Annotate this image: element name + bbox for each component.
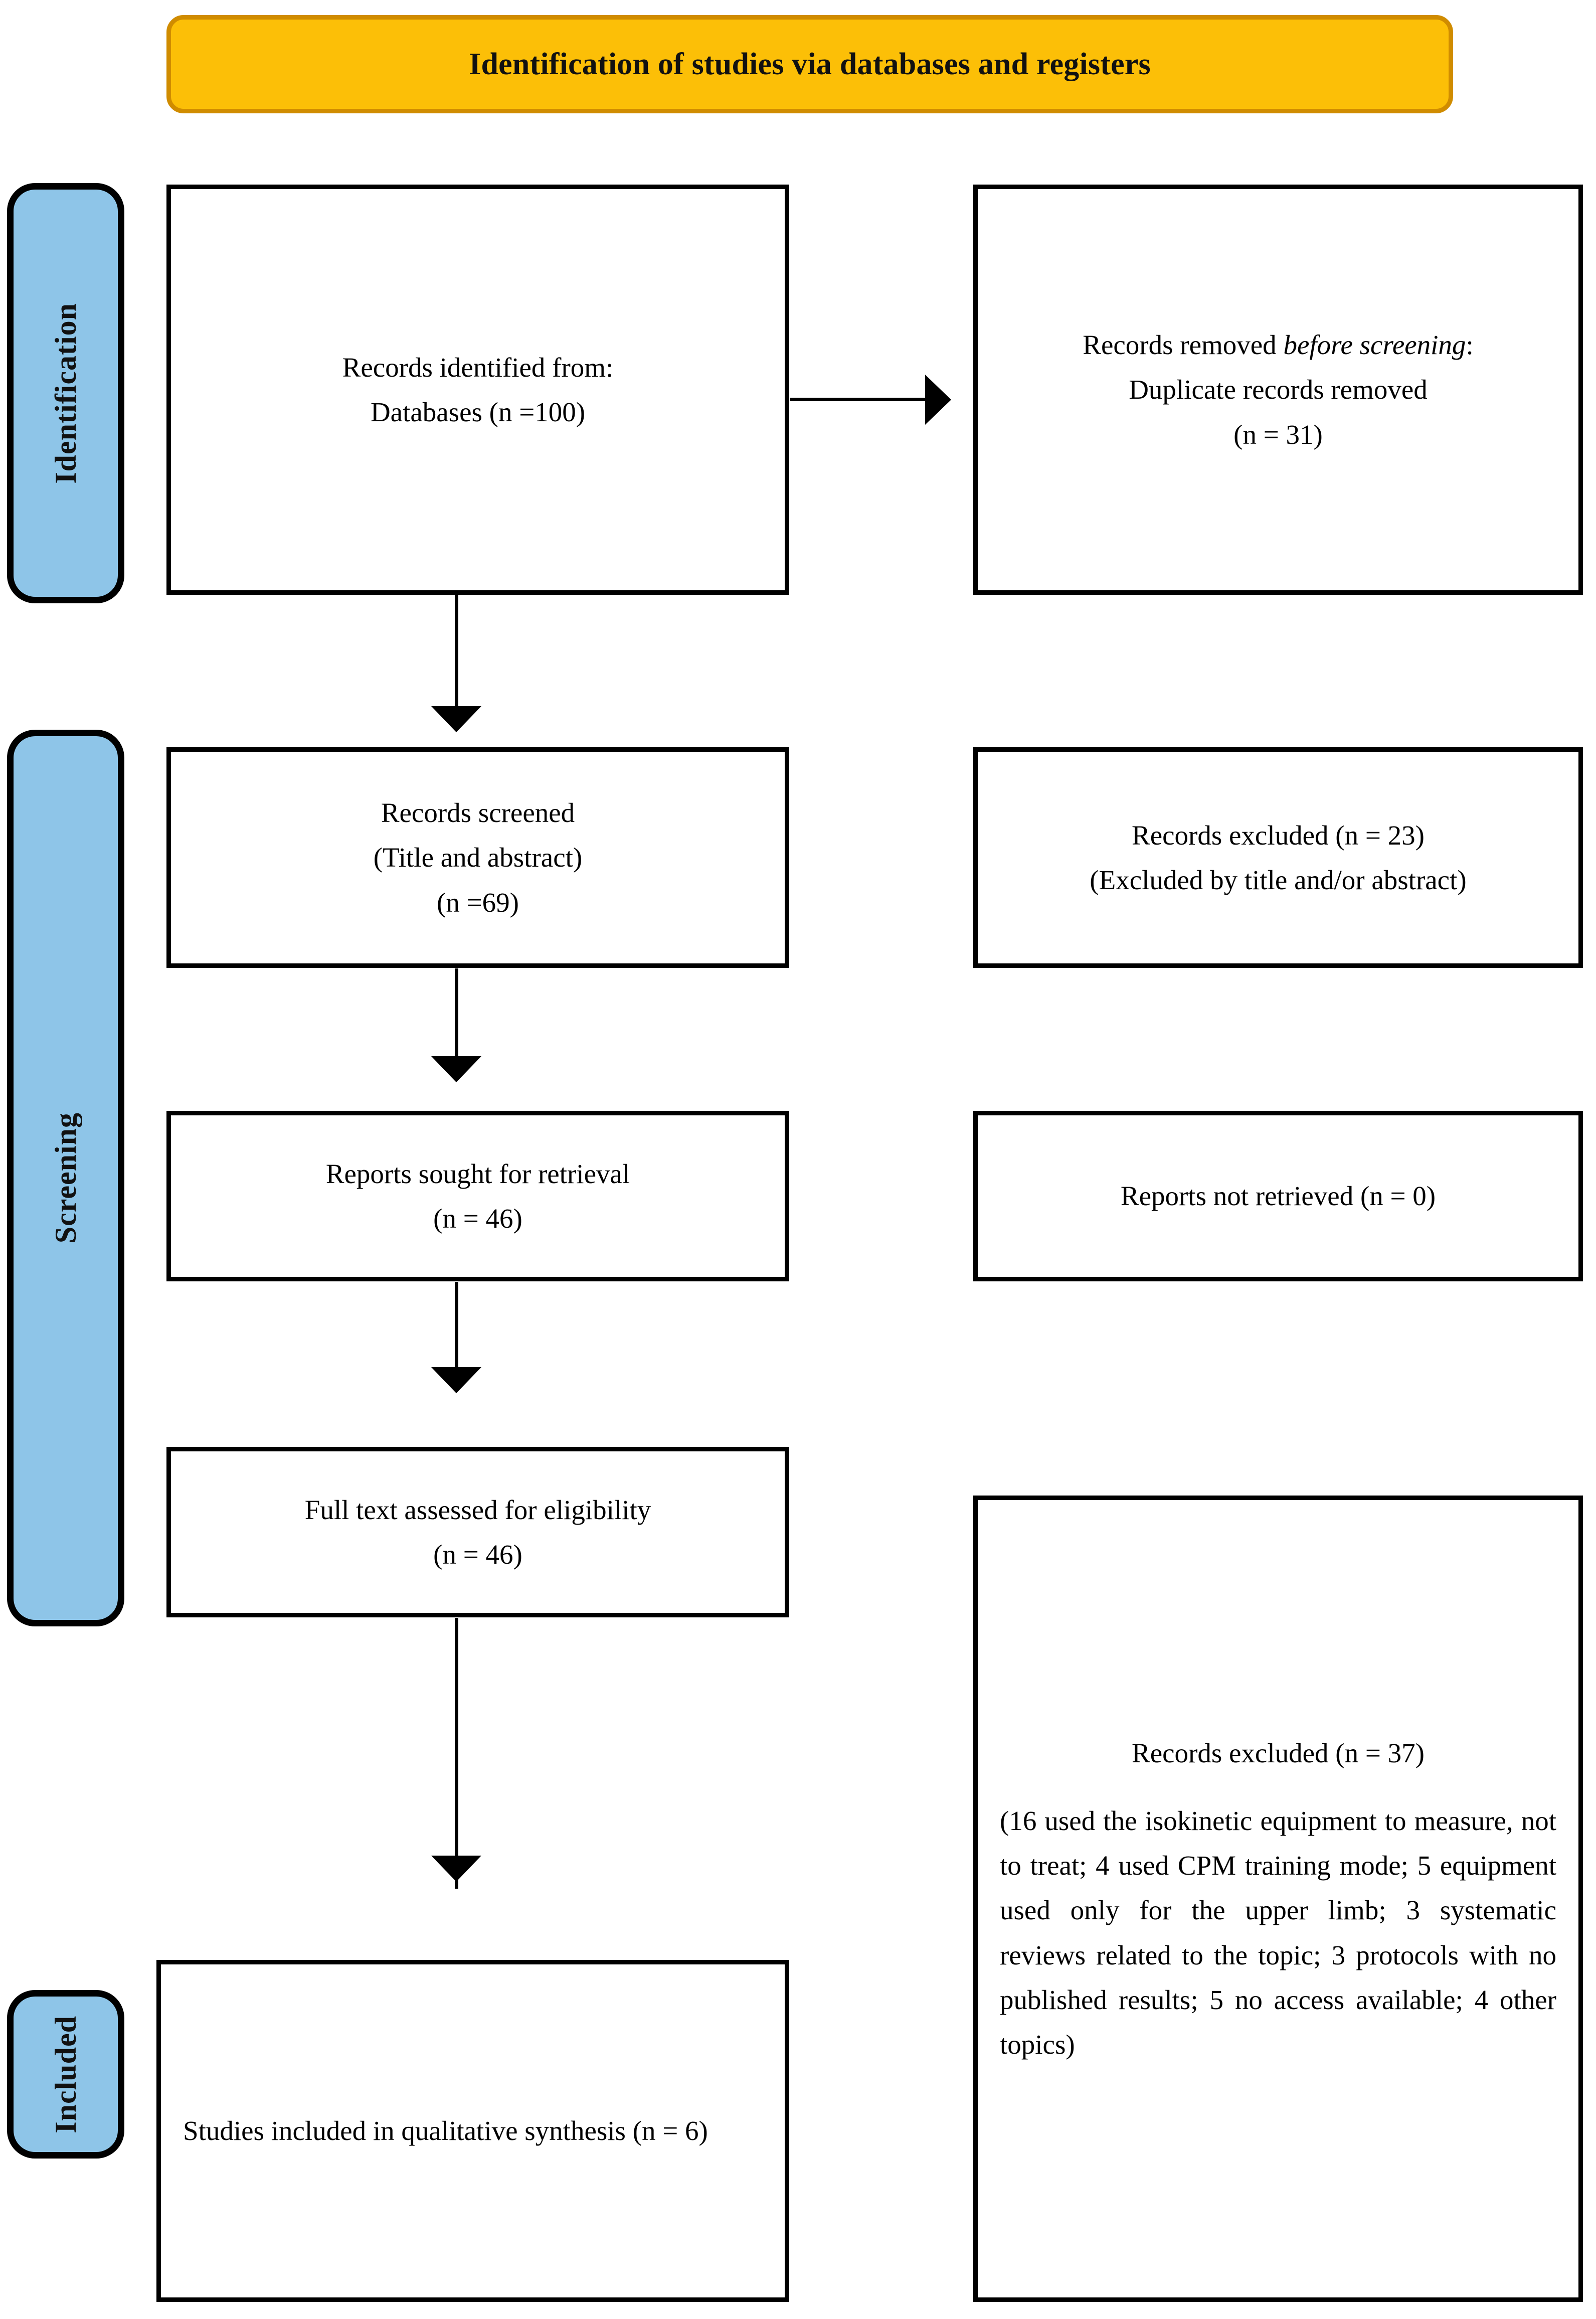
node-fulltext-assessed-line1: Full text assessed for eligibility <box>304 1494 651 1525</box>
node-records-excluded-title-abstract: Records excluded (n = 23) (Excluded by t… <box>973 747 1583 968</box>
node-records-screened-line3: (n =69) <box>437 887 519 918</box>
node-reports-not-retrieved-line1: Reports not retrieved (n = 0) <box>1120 1181 1436 1212</box>
node-reports-sought: Reports sought for retrieval (n = 46) <box>166 1111 789 1281</box>
stage-label-screening-text: Screening <box>49 1112 82 1244</box>
node-records-excluded-ft-line1: Records excluded (n = 37) <box>1132 1738 1425 1769</box>
arrow-screened-to-sought-line <box>455 968 458 1059</box>
stage-label-included-text: Included <box>49 2015 82 2133</box>
arrow-identified-to-screened-head-icon <box>431 706 481 732</box>
arrow-identified-to-screened-line <box>455 595 458 709</box>
stage-label-screening: Screening <box>7 730 124 1626</box>
node-records-removed-italic: before screening <box>1283 329 1466 361</box>
node-reports-not-retrieved: Reports not retrieved (n = 0) <box>973 1111 1583 1281</box>
node-records-removed-line1: Records removed before screening: <box>1000 322 1556 367</box>
arrow-fulltext-to-included-head-icon <box>431 1856 481 1882</box>
node-records-identified-line1: Records identified from: <box>342 352 614 383</box>
arrow-fulltext-to-included-line <box>455 1618 458 1889</box>
stage-label-included: Included <box>7 1990 124 2159</box>
node-records-removed-line3: (n = 31) <box>1233 419 1323 450</box>
arrow-identified-to-removed-head-icon <box>925 375 951 425</box>
node-reports-sought-line2: (n = 46) <box>433 1203 522 1234</box>
node-reports-sought-line1: Reports sought for retrieval <box>325 1158 630 1189</box>
node-records-identified-line2: Databases (n =100) <box>370 397 586 427</box>
node-records-removed-prefix: Records removed <box>1083 329 1284 361</box>
node-records-excluded-ta-line1: Records excluded (n = 23) <box>1132 819 1425 851</box>
node-records-excluded-fulltext: Records excluded (n = 37) (16 used the i… <box>973 1496 1583 2302</box>
node-records-removed-line2: Duplicate records removed <box>1129 374 1428 405</box>
node-records-removed: Records removed before screening: Duplic… <box>973 185 1583 595</box>
node-fulltext-assessed: Full text assessed for eligibility (n = … <box>166 1447 789 1617</box>
node-records-screened-line1: Records screened <box>381 797 575 829</box>
diagram-title-banner: Identification of studies via databases … <box>166 15 1453 113</box>
node-records-excluded-ta-line2: (Excluded by title and/or abstract) <box>1090 865 1467 895</box>
arrow-identified-to-removed-line <box>790 398 939 401</box>
arrow-sought-to-fulltext-line <box>455 1282 458 1370</box>
node-records-excluded-ft-reasons: (16 used the isokinetic equipment to mea… <box>1000 1805 1556 2060</box>
node-records-removed-suffix: : <box>1466 329 1474 361</box>
stage-label-identification: Identification <box>7 183 124 603</box>
node-records-screened: Records screened (Title and abstract) (n… <box>166 747 789 968</box>
diagram-title: Identification of studies via databases … <box>469 47 1151 81</box>
arrow-screened-to-sought-head-icon <box>431 1056 481 1082</box>
node-studies-included-text: Studies included in qualitative synthesi… <box>183 2115 708 2146</box>
node-records-screened-line2: (Title and abstract) <box>373 842 583 873</box>
arrow-sought-to-fulltext-head-icon <box>431 1367 481 1393</box>
node-studies-included: Studies included in qualitative synthesi… <box>156 1960 789 2302</box>
node-fulltext-assessed-line2: (n = 46) <box>433 1539 522 1570</box>
stage-label-identification-text: Identification <box>49 302 82 484</box>
node-records-identified: Records identified from: Databases (n =1… <box>166 185 789 595</box>
